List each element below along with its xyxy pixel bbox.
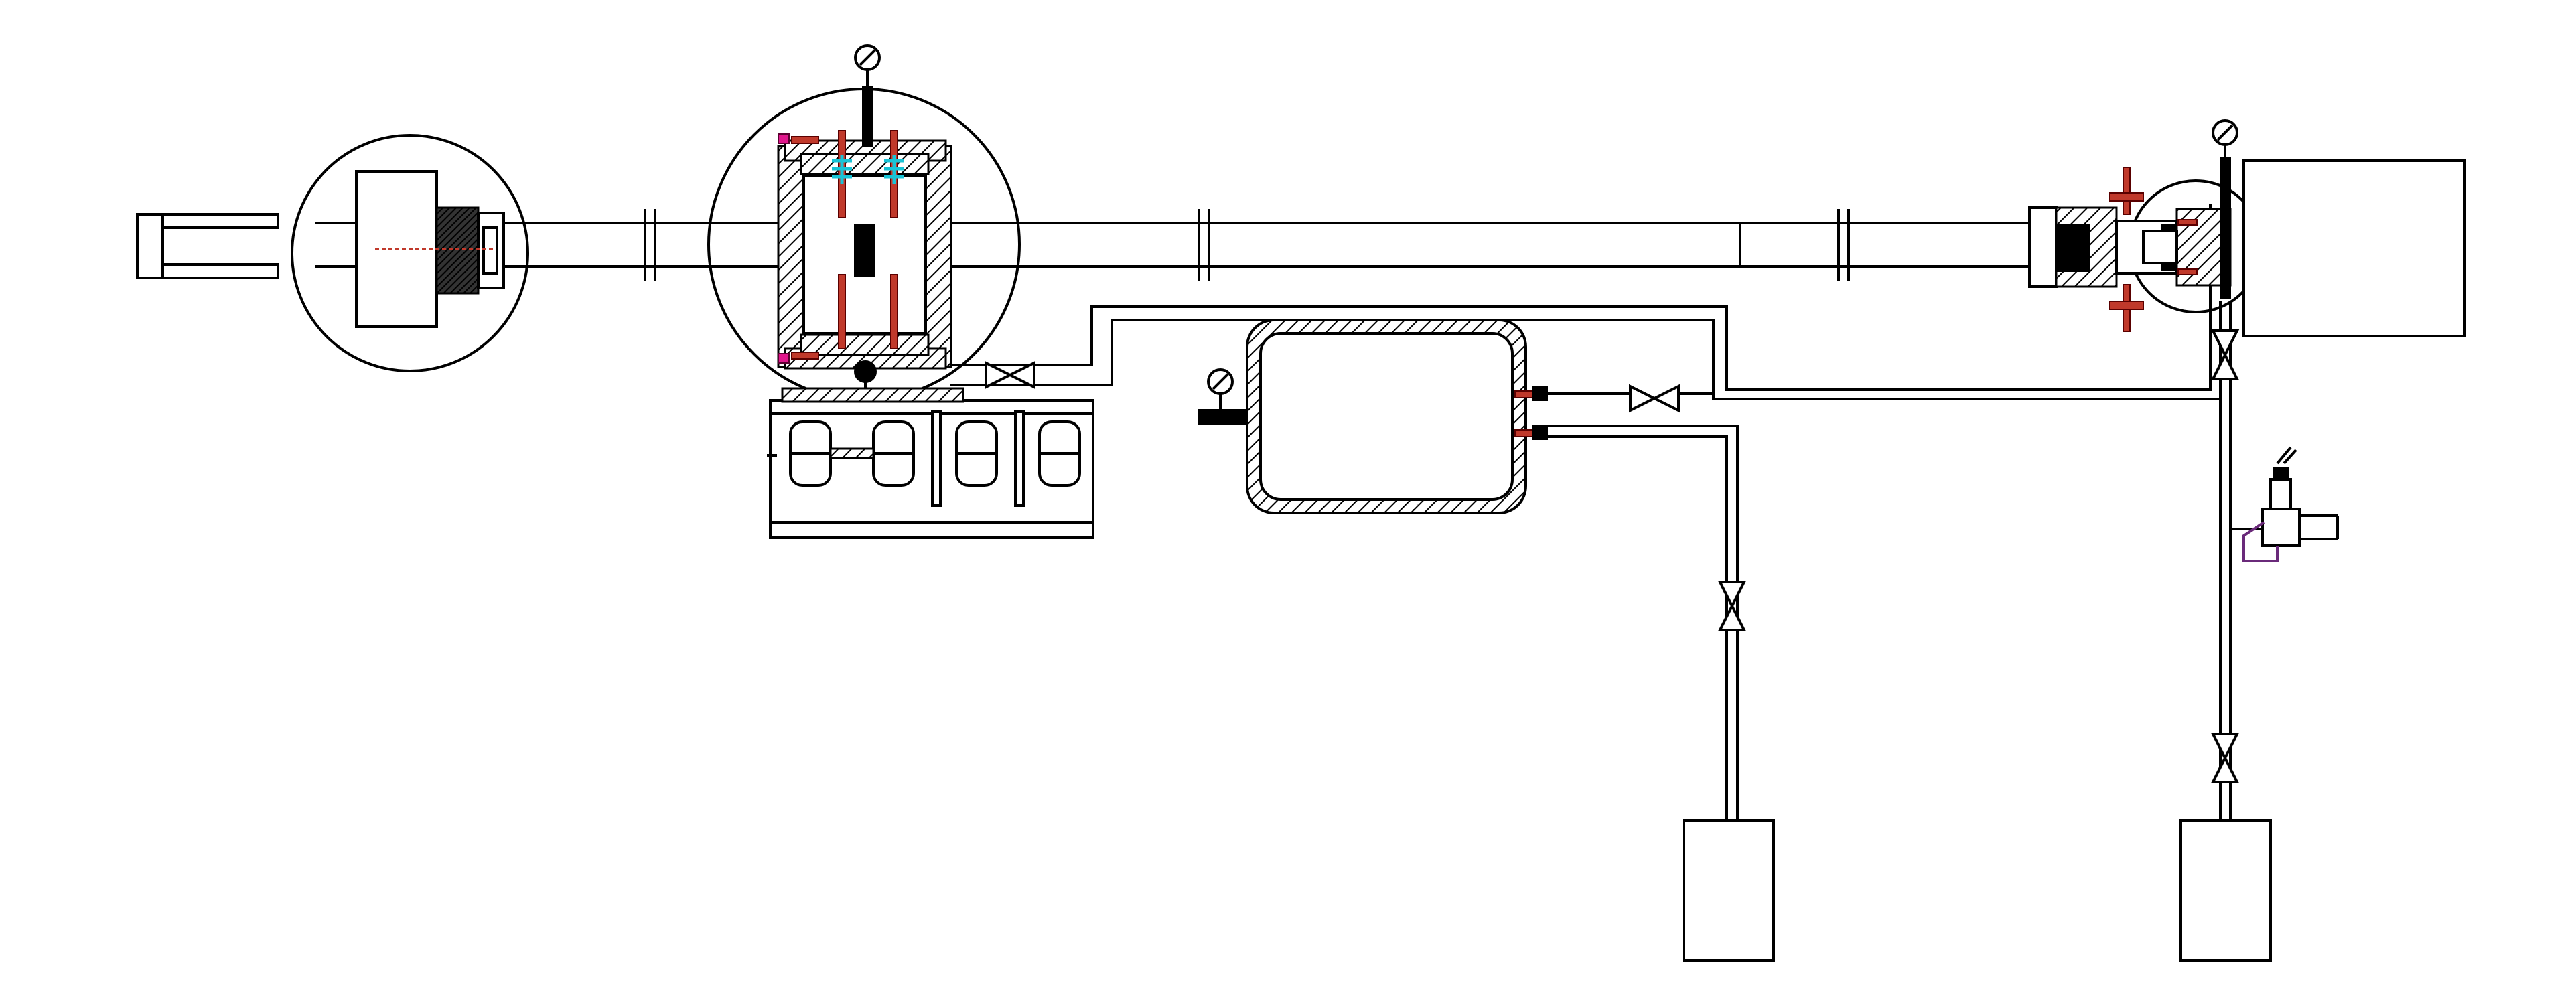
- gas-reservoir: [1198, 319, 1548, 514]
- valve-2[interactable]: [1629, 385, 1680, 412]
- collection-vessel-left: [1683, 819, 1775, 962]
- safety-valve: [2230, 446, 2339, 562]
- gauge-icon: [2212, 119, 2238, 146]
- left-circular-chamber: [291, 134, 529, 372]
- right-valve-block: [2028, 119, 2263, 332]
- cart-wheel-4: [1038, 420, 1081, 487]
- insulator-right: [884, 155, 904, 184]
- pipe-flange-2: [1198, 209, 1210, 281]
- cart-wheel-1: [789, 420, 832, 487]
- central-test-chamber: [707, 44, 1021, 402]
- insulator-left: [832, 155, 852, 184]
- valve-3[interactable]: [1719, 581, 1745, 631]
- support-cart: [767, 387, 1094, 539]
- pipe-flange-1: [644, 209, 656, 281]
- left-end-fixture: [136, 213, 279, 279]
- pipe-flange-3: [1837, 209, 1850, 281]
- valve-4[interactable]: [2212, 329, 2238, 380]
- gauge-icon: [1207, 368, 1234, 395]
- reservoir-outlet-lines: [1547, 385, 1745, 820]
- valve-1[interactable]: [985, 362, 1035, 388]
- right-enclosure: [2242, 159, 2466, 337]
- gauge-icon: [854, 44, 881, 71]
- right-vertical-line: [2212, 301, 2238, 820]
- main-pipe: [315, 209, 2029, 281]
- cart-wheel-3: [955, 420, 998, 487]
- valve-5[interactable]: [2212, 733, 2238, 783]
- cart-wheel-2: [872, 420, 915, 487]
- collection-vessel-right: [2179, 819, 2272, 962]
